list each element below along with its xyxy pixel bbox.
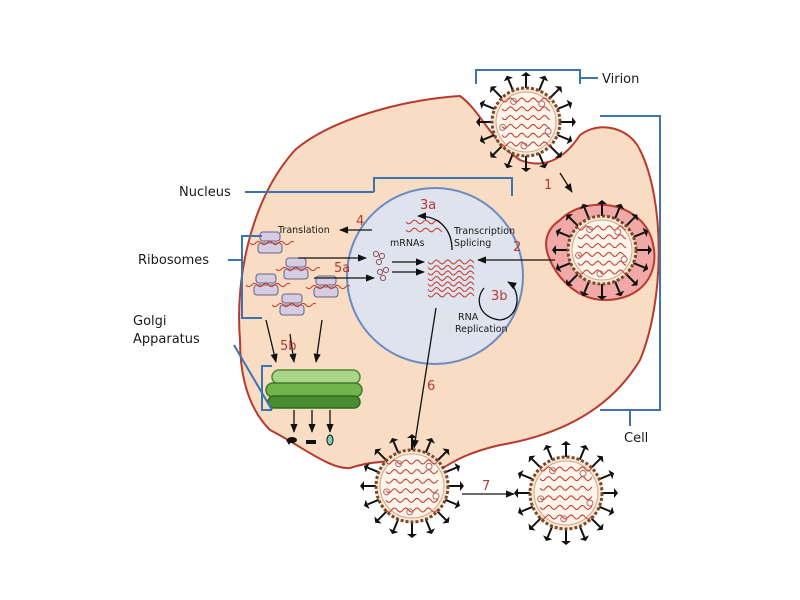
nucleus-bracket — [245, 177, 513, 196]
step-5b: 5b — [280, 339, 297, 354]
membrane-proteins — [286, 434, 334, 449]
mature-virion — [514, 441, 618, 545]
transcription-label: Transcription — [453, 226, 515, 237]
budding-virion — [360, 434, 464, 538]
golgi-bracket — [233, 344, 273, 411]
rna-label: RNA — [458, 312, 479, 323]
golgi-label-line2: Apparatus — [133, 332, 200, 347]
step-6: 6 — [427, 379, 435, 394]
step-2: 2 — [513, 240, 521, 255]
splicing-label: Splicing — [454, 238, 491, 249]
ribosomes-bracket — [228, 235, 262, 319]
mrnas-label: mRNAs — [390, 238, 424, 249]
nucleus-label: Nucleus — [179, 185, 231, 200]
translation-label: Translation — [277, 225, 330, 236]
golgi-label-line1: Golgi — [133, 314, 167, 329]
virion-in-endosome — [552, 200, 652, 300]
cell-bracket — [600, 115, 661, 426]
golgi-apparatus — [265, 369, 363, 409]
step-5a: 5a — [334, 261, 350, 276]
virion-bracket — [475, 69, 598, 84]
step-3a: 3a — [420, 198, 436, 213]
step-7: 7 — [482, 479, 490, 494]
pathway-arrows — [265, 172, 573, 498]
ribosomes-label: Ribosomes — [138, 253, 209, 268]
nucleus — [346, 187, 524, 365]
virion-entering — [476, 72, 576, 172]
step-4: 4 — [356, 214, 364, 229]
step-3b: 3b — [491, 289, 508, 304]
replication-label: Replication — [455, 324, 508, 335]
virion-label: Virion — [602, 72, 639, 87]
cell-label: Cell — [624, 431, 648, 446]
step-1: 1 — [544, 178, 552, 193]
ribosome-cluster — [245, 231, 351, 316]
